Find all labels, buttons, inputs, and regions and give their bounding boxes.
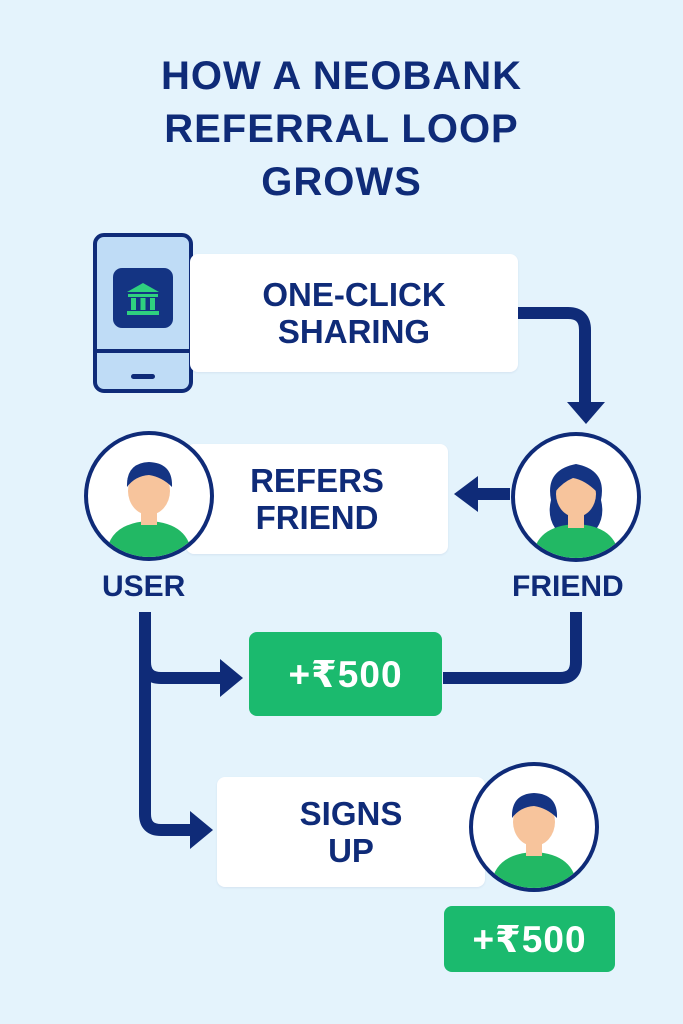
reward-badge-first: +₹500 bbox=[249, 632, 442, 716]
arrow-user-to-reward bbox=[139, 612, 222, 684]
arrowhead-left bbox=[454, 476, 478, 512]
user-avatar bbox=[84, 431, 214, 561]
arrow-user-to-signup bbox=[139, 660, 193, 836]
step-signs-up: SIGNS UP bbox=[217, 777, 485, 887]
step-signs-line-1: SIGNS bbox=[299, 795, 403, 832]
friend-label: FRIEND bbox=[512, 570, 624, 603]
person-female-icon bbox=[533, 464, 619, 558]
bank-app-tile bbox=[113, 268, 173, 328]
title-line-3: GROWS bbox=[261, 160, 422, 204]
step-sharing-line-1: ONE-CLICK bbox=[262, 276, 446, 313]
step-refers-friend: REFERS FRIEND bbox=[186, 444, 448, 554]
new-user-avatar bbox=[469, 762, 599, 892]
reward-badge-second: +₹500 bbox=[444, 906, 615, 972]
step-refers-line-1: REFERS bbox=[250, 462, 384, 499]
step-one-click-sharing: ONE-CLICK SHARING bbox=[190, 254, 518, 372]
step-refers-line-2: FRIEND bbox=[255, 499, 379, 536]
bank-icon bbox=[127, 283, 159, 315]
arrow-friend-to-reward bbox=[443, 612, 582, 684]
step-signs-line-2: UP bbox=[328, 832, 374, 869]
person-icon bbox=[491, 793, 577, 888]
step-sharing-line-2: SHARING bbox=[277, 313, 431, 350]
phone-home-bar bbox=[131, 374, 155, 379]
friend-avatar bbox=[511, 432, 641, 562]
user-label: USER bbox=[102, 570, 186, 603]
arrow-sharing-to-friend bbox=[518, 307, 591, 404]
page-title: HOW A NEOBANK REFERRAL LOOP GROWS bbox=[0, 50, 683, 209]
reward-amount-second: +₹500 bbox=[472, 918, 587, 960]
title-line-2: REFERRAL LOOP bbox=[164, 107, 519, 151]
reward-amount-first: +₹500 bbox=[288, 653, 403, 695]
person-icon bbox=[106, 462, 192, 557]
phone-bezel-line bbox=[97, 349, 189, 353]
arrowhead-down bbox=[567, 402, 605, 424]
smartphone-icon bbox=[93, 233, 193, 393]
arrowhead-right-signup bbox=[190, 811, 213, 849]
arrowhead-right-reward bbox=[220, 659, 243, 697]
title-line-1: HOW A NEOBANK bbox=[160, 54, 523, 98]
